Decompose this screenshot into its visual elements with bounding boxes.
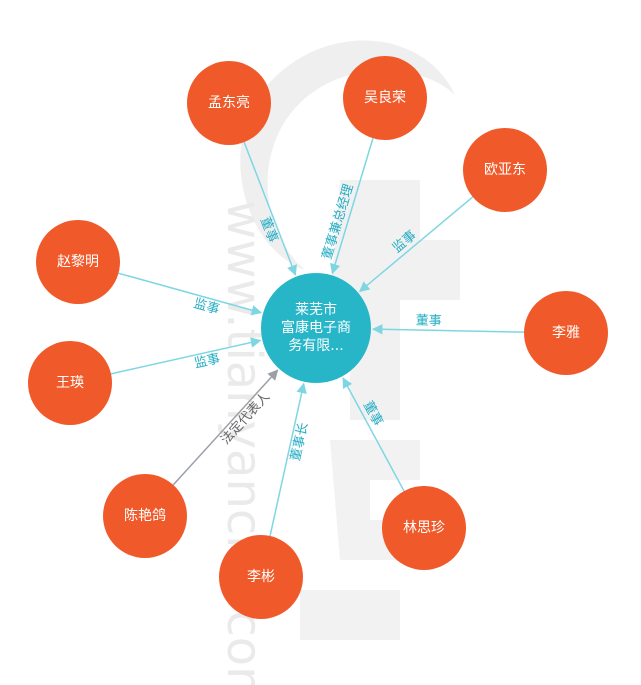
person-node[interactable]: 王瑛 xyxy=(28,341,112,425)
watermark-logo-icon xyxy=(300,440,430,640)
company-node[interactable]: 莱芜市富康电子商务有限... xyxy=(261,273,371,383)
person-name: 赵黎明 xyxy=(57,254,99,270)
person-node-circle[interactable] xyxy=(219,535,303,619)
watermark-logo-icon xyxy=(240,40,455,271)
person-node-circle[interactable] xyxy=(382,486,466,570)
person-name: 林思珍 xyxy=(403,520,445,536)
person-node-circle[interactable] xyxy=(524,291,608,375)
watermark-logo-icon xyxy=(330,180,460,420)
edge-5 xyxy=(371,324,525,335)
edge-3 xyxy=(358,196,474,293)
company-name-line: 莱芜市 xyxy=(295,301,337,318)
edge-9 xyxy=(342,377,405,492)
person-name: 王瑛 xyxy=(56,375,84,391)
person-node-circle[interactable] xyxy=(103,474,187,558)
edge-label: 监事 xyxy=(193,351,222,371)
person-name: 吴良荣 xyxy=(364,90,406,106)
person-node-circle[interactable] xyxy=(463,128,547,212)
company-name-line: 务有限... xyxy=(288,338,343,354)
person-name: 孟东亮 xyxy=(208,94,250,111)
person-node[interactable]: 赵黎明 xyxy=(36,220,120,304)
person-node-circle[interactable] xyxy=(343,56,427,140)
edge-1 xyxy=(243,141,297,276)
person-node-circle[interactable] xyxy=(36,220,120,304)
edge-label: 董事长 xyxy=(288,421,311,462)
person-node[interactable]: 欧亚东 xyxy=(463,128,547,212)
edge-4 xyxy=(118,272,263,316)
edge-label: 董事 xyxy=(416,314,442,329)
person-node[interactable]: 李雅 xyxy=(524,291,608,375)
edge-label: 监事 xyxy=(192,296,221,317)
person-name: 欧亚东 xyxy=(484,162,526,178)
person-node[interactable]: 陈艳鸽 xyxy=(103,474,187,558)
edge-2 xyxy=(330,138,374,275)
edge-8 xyxy=(269,382,307,537)
person-name: 李雅 xyxy=(552,325,580,341)
person-node[interactable]: 李彬 xyxy=(219,535,303,619)
person-name: 陈艳鸽 xyxy=(124,507,166,524)
company-node-circle[interactable] xyxy=(261,273,371,383)
person-node-circle[interactable] xyxy=(187,61,271,145)
person-node[interactable]: 孟东亮 xyxy=(187,61,271,145)
person-node[interactable]: 林思珍 xyxy=(382,486,466,570)
company-name-line: 富康电子商 xyxy=(281,319,351,336)
person-name: 李彬 xyxy=(247,569,275,585)
edge-6 xyxy=(110,337,262,375)
person-node[interactable]: 吴良荣 xyxy=(343,56,427,140)
edge-7 xyxy=(172,369,279,486)
person-node-circle[interactable] xyxy=(28,341,112,425)
